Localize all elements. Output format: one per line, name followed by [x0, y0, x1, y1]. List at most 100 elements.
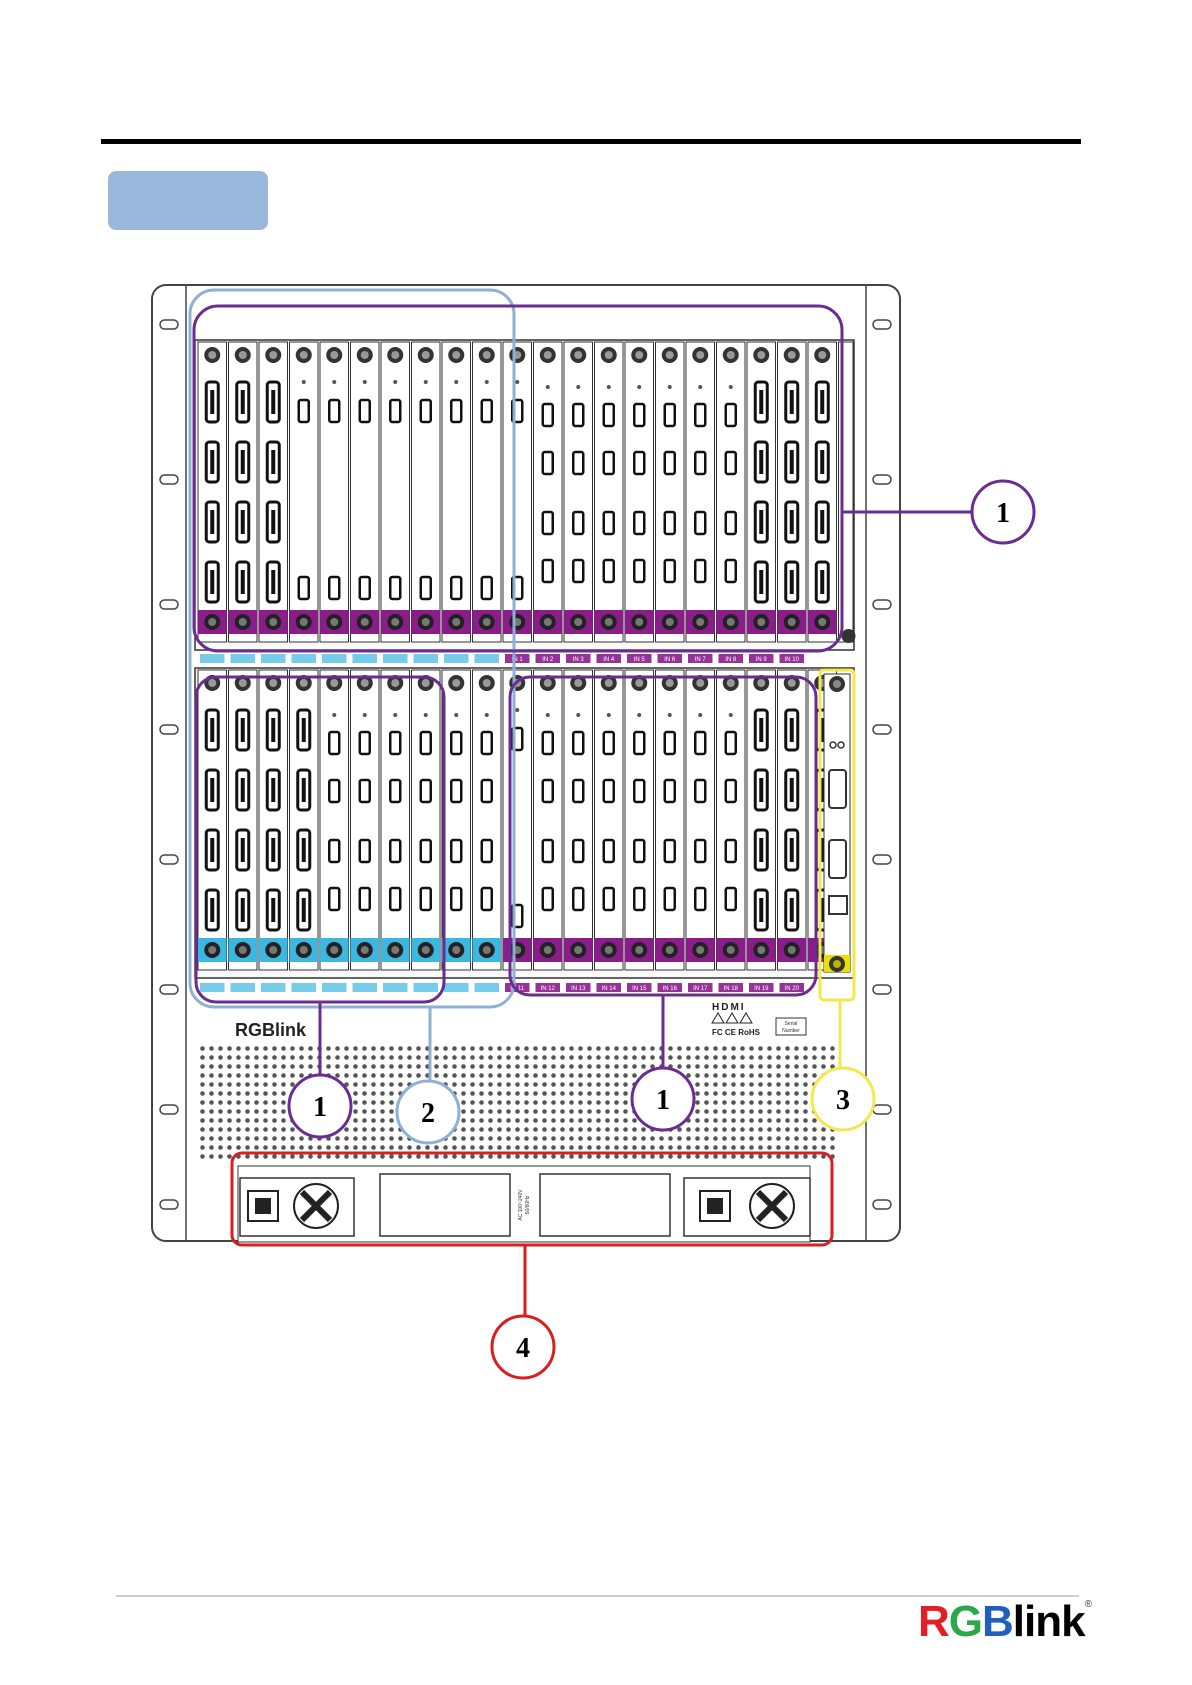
hdmi-port: [390, 400, 400, 422]
hdmi-port: [390, 840, 400, 862]
hdmi-port: [482, 577, 492, 599]
hdmi-port: [329, 400, 339, 422]
hdmi-port: [543, 780, 553, 802]
io-card: [625, 670, 654, 970]
hdmi-port: [695, 840, 705, 862]
hdmi-port: [543, 404, 553, 426]
blank-panel: [380, 1174, 510, 1236]
power-frequency: 50/60Hz: [525, 1195, 531, 1214]
footer-logo: RGBlink®: [918, 1600, 1091, 1644]
logo-letter-b: B: [982, 1597, 1013, 1646]
lower-cards: [198, 670, 837, 970]
hdmi-port: [695, 560, 705, 582]
io-card: [747, 342, 776, 642]
hdmi-port: [726, 560, 736, 582]
hdmi-port: [726, 404, 736, 426]
hdmi-port: [573, 404, 583, 426]
io-card: [320, 342, 349, 642]
input-port-label: IN 17: [693, 986, 708, 992]
hdmi-port: [634, 840, 644, 862]
io-card: [259, 670, 288, 970]
hdmi-port: [390, 888, 400, 910]
hdmi-port: [299, 577, 309, 599]
callout-2: 2: [397, 1081, 459, 1143]
hdmi-port: [665, 888, 675, 910]
hdmi-port: [421, 840, 431, 862]
hdmi-port: [726, 780, 736, 802]
hdmi-port: [573, 452, 583, 474]
io-card: [595, 342, 624, 642]
io-card: [717, 342, 746, 642]
hdmi-port: [726, 512, 736, 534]
callout-3: 3: [812, 1068, 874, 1130]
hdmi-port: [451, 577, 461, 599]
number-label: Number: [782, 1028, 800, 1034]
hdmi-port: [543, 512, 553, 534]
hdmi-port: [543, 560, 553, 582]
hdmi-port: [451, 888, 461, 910]
callout-1: 1: [289, 1075, 351, 1137]
hdmi-port: [726, 452, 736, 474]
svg-text:1: 1: [313, 1092, 327, 1123]
input-port-label: IN 15: [632, 986, 647, 992]
input-port-label: IN 9: [756, 657, 768, 663]
hdmi-port: [390, 732, 400, 754]
hdmi-port: [604, 404, 614, 426]
input-port-label: IN 7: [695, 657, 707, 663]
callout-4: 4: [492, 1316, 554, 1378]
certification-marks: FC CE RoHS: [712, 1028, 761, 1037]
io-card: [778, 670, 807, 970]
hdmi-port: [573, 560, 583, 582]
input-port-label: IN 5: [634, 657, 646, 663]
hdmi-port: [329, 732, 339, 754]
hdmi-port: [573, 780, 583, 802]
hdmi-port: [634, 512, 644, 534]
hdmi-port: [390, 780, 400, 802]
input-port-label: IN 19: [754, 986, 769, 992]
io-card: [259, 342, 288, 642]
io-card: [595, 670, 624, 970]
input-port-label: IN 6: [664, 657, 676, 663]
input-port-label: IN 20: [785, 986, 800, 992]
hdmi-port: [482, 780, 492, 802]
input-port-label: IN 8: [725, 657, 737, 663]
hdmi-port: [665, 732, 675, 754]
io-card: [534, 670, 563, 970]
hdmi-port: [482, 732, 492, 754]
hdmi-port: [573, 512, 583, 534]
svg-text:1: 1: [996, 498, 1010, 529]
power-rating: AC 100~240V: [518, 1189, 524, 1221]
io-card: [290, 342, 319, 642]
logo-text: link: [1013, 1597, 1085, 1646]
hdmi-port: [604, 452, 614, 474]
io-card: [503, 342, 532, 642]
input-port-label: IN 14: [602, 986, 617, 992]
hdmi-mark: HDMI: [712, 1002, 746, 1013]
input-port-label: IN 18: [724, 986, 739, 992]
hdmi-port: [543, 452, 553, 474]
hdmi-port: [360, 888, 370, 910]
input-port-label: IN 10: [785, 657, 800, 663]
io-card: [808, 342, 837, 642]
hdmi-port: [329, 780, 339, 802]
input-port-label: IN 16: [663, 986, 678, 992]
io-card: [412, 342, 441, 642]
io-card: [442, 670, 471, 970]
hdmi-port: [329, 888, 339, 910]
io-card: [229, 670, 258, 970]
io-card: [198, 342, 227, 642]
io-card: [625, 342, 654, 642]
hdmi-port: [695, 732, 705, 754]
hdmi-port: [634, 780, 644, 802]
io-card: [534, 342, 563, 642]
hdmi-port: [543, 888, 553, 910]
hdmi-port: [665, 512, 675, 534]
hdmi-port: [726, 732, 736, 754]
input-port-label: IN 4: [603, 657, 615, 663]
registered-mark: ®: [1085, 1599, 1091, 1610]
io-card: [351, 670, 380, 970]
hdmi-port: [482, 888, 492, 910]
io-card: [656, 342, 685, 642]
callout-1: 1: [972, 481, 1034, 543]
